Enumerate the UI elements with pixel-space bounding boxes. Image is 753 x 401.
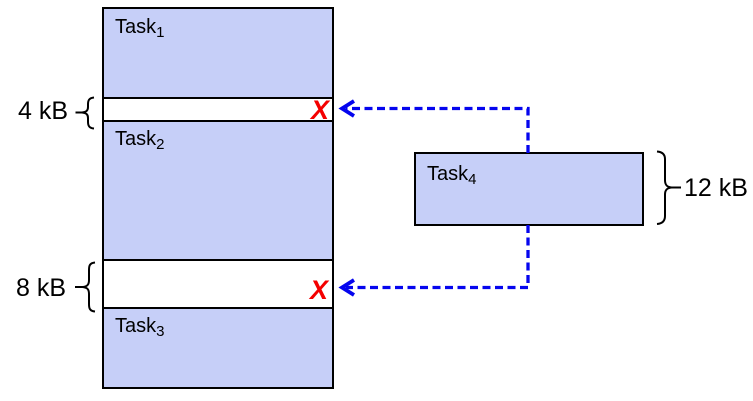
task3-label-sub: 3 [156,323,164,340]
arrow-to-8kb-gap [346,225,530,290]
task4-label-base: Task [427,163,469,185]
task2-block [102,120,334,261]
reject-x-4kb-icon: X [309,95,331,125]
arrowhead-8kb-icon [338,278,356,297]
arrowhead-4kb-icon [338,99,356,118]
task1-label: Task1 [115,16,164,41]
task2-label-sub: 2 [156,136,164,153]
brace-8kb [75,261,96,313]
task4-label: Task4 [427,163,476,188]
size-label-12kb: 12 kB [684,174,748,202]
size-label-8kb: 8 kB [16,274,66,302]
task4-label-sub: 4 [468,171,476,188]
task1-label-sub: 1 [156,24,164,41]
reject-x-8kb-icon: X [308,275,330,305]
free-gap-4kb [102,97,334,122]
task1-label-base: Task [115,16,157,38]
task2-label-base: Task [115,128,157,150]
task3-label-base: Task [115,315,157,337]
free-gap-8kb [102,259,334,309]
brace-4kb [75,96,95,130]
task1-block [102,7,334,99]
task3-block [102,307,334,389]
arrow-to-4kb-gap [346,106,530,153]
task3-label: Task3 [115,315,164,340]
task2-label: Task2 [115,128,164,153]
size-label-4kb: 4 kB [18,97,68,125]
brace-12kb [656,150,681,225]
